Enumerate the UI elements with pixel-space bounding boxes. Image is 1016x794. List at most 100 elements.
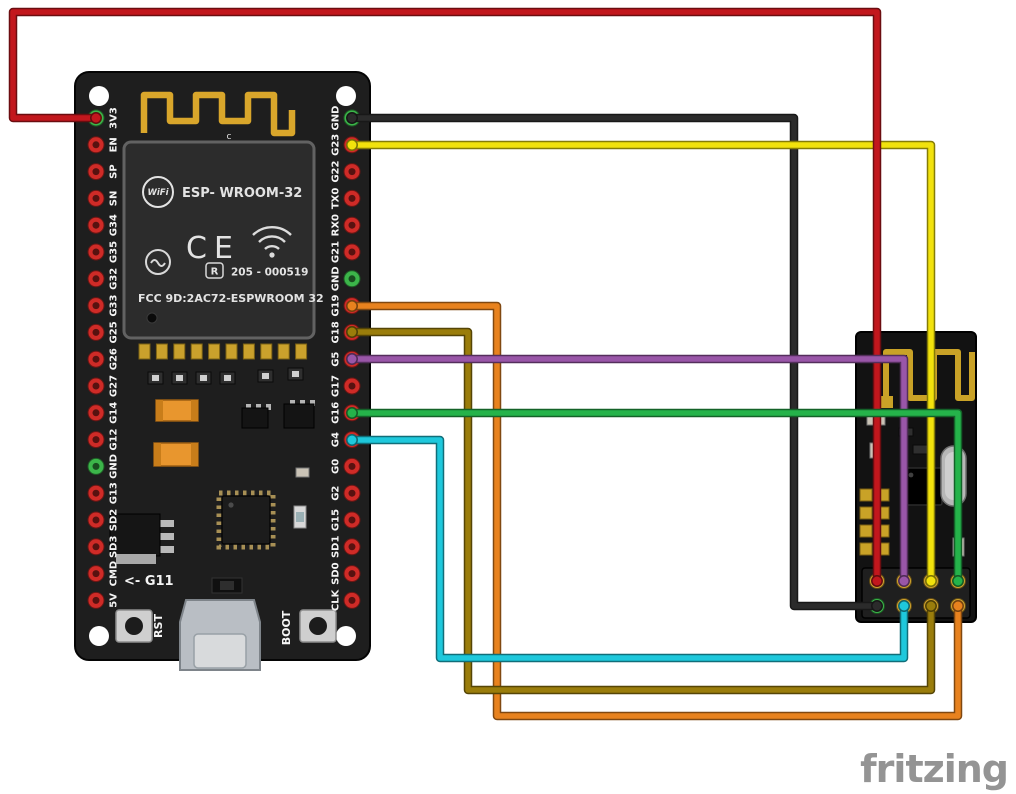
esp32-pin-right-11-G16-label: G16 (331, 402, 342, 424)
esp32-pin-right-17-SD0-label: SD0 (331, 562, 342, 585)
esp32-pin-right-16-SD1[interactable]: SD1 (331, 536, 361, 559)
wire-red-3v3-endcap (871, 575, 883, 587)
esp32-pin-left-2-SP[interactable]: SP (87, 163, 120, 181)
wire-olive-g18[interactable] (346, 326, 937, 695)
wifi-arcs-icon (252, 225, 292, 258)
wire-cyan-g4-outline (347, 435, 909, 663)
esp32-pin-left-3-SN[interactable]: SN (87, 189, 120, 207)
esp32-pin-left-13-GND-label: GND (109, 454, 120, 479)
esp32-pin-left-8-G25[interactable]: G25 (87, 321, 120, 343)
micro-usb-port (179, 599, 261, 671)
wire-red-3v3-body (10, 9, 880, 584)
wire-orange-g19-body (349, 303, 961, 719)
esp32-pin-left-15-SD2-label: SD2 (109, 509, 120, 532)
esp32-pin-left-8-G25-label: G25 (109, 321, 120, 343)
wire-orange-g19[interactable] (346, 300, 964, 721)
wire-orange-g19-endcap (346, 300, 358, 312)
wire-cyan-g4-endcap (346, 434, 358, 446)
esp32-pin-left-7-G33[interactable]: G33 (87, 294, 120, 317)
esp32-pin-left-4-G34[interactable]: G34 (87, 214, 120, 236)
castellated-pads (138, 343, 308, 360)
esp32-pin-left-15-SD2[interactable]: SD2 (87, 509, 120, 532)
esp32-pin-left-9-G26[interactable]: G26 (87, 348, 120, 370)
esp32-pin-left-18-5V-label: 5V (109, 593, 120, 608)
shield-dot (146, 312, 158, 324)
esp32-pin-right-4-RX0-label: RX0 (331, 214, 342, 236)
wire-cyan-g4-body (349, 437, 907, 661)
esp32-pin-right-12-G4-label: G4 (331, 432, 342, 447)
esp32-pin-right-18-CLK-label: CLK (331, 588, 342, 611)
wifi-logo-text: WiFi (147, 188, 169, 198)
mount-hole-icon (89, 626, 109, 646)
smd-resistor (171, 371, 188, 385)
smd-resistor (219, 371, 236, 385)
esp32-pin-right-15-G15[interactable]: G15 (331, 509, 361, 531)
esp32-pin-right-13-G0-label: G0 (331, 459, 342, 474)
mount-hole-icon (336, 86, 356, 106)
ce-mark: CE (186, 231, 240, 266)
r-mark-box (205, 262, 224, 279)
esp32-pin-right-14-G2-label: G2 (331, 486, 342, 501)
esp32-pin-left-6-G32[interactable]: G32 (87, 268, 120, 290)
esp32-pin-right-4-RX0[interactable]: RX0 (331, 214, 361, 236)
esp32-pin-right-0-GND-label: GND (331, 106, 342, 131)
wire-cyan-g4[interactable] (346, 434, 910, 663)
cert-circle-icon (145, 249, 171, 275)
wire-red-3v3[interactable] (8, 7, 883, 587)
esp32-pin-left-1-EN[interactable]: EN (87, 136, 120, 154)
esp32-pin-right-1-G23-label: G23 (331, 134, 342, 156)
esp32-board[interactable]: c WiFi ESP- WROOM-32 CE R 205 - 000519 F… (74, 71, 371, 671)
boot-button[interactable] (299, 609, 337, 643)
esp32-pin-left-12-G12[interactable]: G12 (87, 428, 120, 451)
esp32-pin-left-10-G27-label: G27 (109, 375, 120, 397)
esp32-pin-left-5-G35[interactable]: G35 (87, 241, 120, 263)
esp32-pin-right-2-G22[interactable]: G22 (331, 160, 361, 183)
nrf-header-block (861, 567, 971, 619)
rf-shield-can (122, 140, 316, 340)
esp32-pin-left-11-G14[interactable]: G14 (87, 402, 120, 424)
smd-resistor (257, 369, 274, 383)
esp32-pin-right-15-G15-label: G15 (331, 509, 342, 531)
esp32-pin-right-13-G0[interactable]: G0 (331, 457, 361, 475)
esp32-pin-left-18-5V[interactable]: 5V (87, 591, 120, 609)
wire-purple-g5-endcap (898, 575, 910, 587)
smd-resistor (287, 367, 304, 381)
transistor (241, 404, 271, 429)
rst-button[interactable] (115, 609, 153, 643)
wire-yellow-g23-endcap (346, 139, 358, 151)
esp32-pin-right-8-G18-label: G18 (331, 321, 342, 343)
module-name: ESP- WROOM-32 (182, 186, 302, 201)
wire-yellow-g23[interactable] (346, 139, 937, 587)
esp32-pin-left-14-G13[interactable]: G13 (87, 482, 120, 504)
pcb-antenna-trace (140, 91, 296, 137)
rf-shield: WiFi ESP- WROOM-32 CE R 205 - 000519 FCC… (122, 140, 324, 340)
voltage-regulator (109, 513, 174, 564)
transistor (283, 400, 315, 429)
esp32-pin-left-16-SD3-label: SD3 (109, 536, 120, 559)
fcc-id: FCC 9D:2AC72-ESPWROOM 32 (138, 292, 324, 305)
esp32-pin-right-3-TX0[interactable]: TX0 (331, 188, 361, 210)
wire-orange-g19-endcap (952, 600, 964, 612)
esp32-pin-right-14-G2[interactable]: G2 (331, 484, 361, 502)
smd-led (293, 505, 307, 529)
wires-layer (8, 7, 964, 721)
esp32-pin-right-6-GND[interactable]: GND (331, 266, 361, 291)
esp32-pin-right-5-G21[interactable]: G21 (331, 241, 361, 263)
esp32-pin-right-3-TX0-label: TX0 (331, 188, 342, 210)
esp32-pin-left-17-CMD[interactable]: CMD (87, 561, 120, 587)
esp32-pin-left-16-SD3[interactable]: SD3 (87, 536, 120, 559)
esp32-pin-right-16-SD1-label: SD1 (331, 536, 342, 559)
esp32-pin-right-17-SD0[interactable]: SD0 (331, 562, 361, 585)
esp32-pin-right-10-G17[interactable]: G17 (331, 375, 361, 397)
wire-green-g16[interactable] (346, 407, 964, 587)
esp32-pin-right-18-CLK[interactable]: CLK (331, 588, 361, 611)
esp32-pin-left-10-G27[interactable]: G27 (87, 375, 120, 397)
wire-purple-g5-endcap (346, 353, 358, 365)
wifi-logo-icon (142, 176, 174, 208)
wire-purple-g5[interactable] (346, 353, 910, 587)
wire-olive-g18-endcap (925, 600, 937, 612)
esp32-pin-left-13-GND[interactable]: GND (87, 454, 120, 479)
smd-resistor (195, 371, 212, 385)
esp32-pin-left-2-SP-label: SP (109, 164, 120, 179)
